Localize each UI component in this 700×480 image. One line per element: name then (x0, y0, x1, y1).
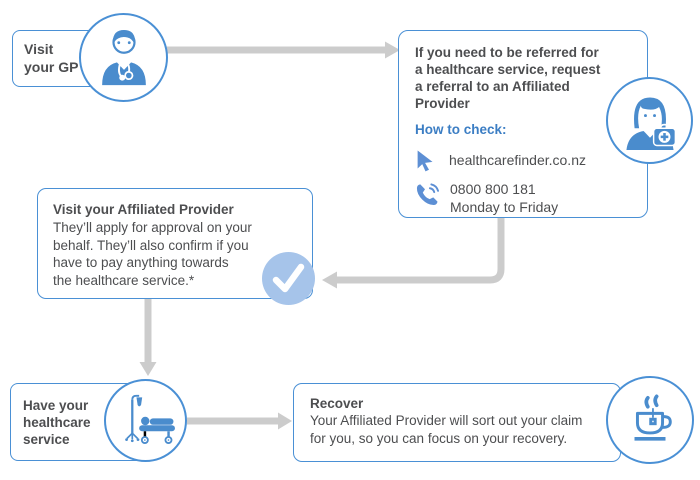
referral-heading-line1: If you need to be referred for (415, 45, 599, 60)
service-label-line2: healthcare (23, 414, 91, 430)
affiliated-body-line2: behalf. They’ll also confirm if you (53, 237, 249, 253)
referral-heading-line2: a healthcare service, request (415, 62, 601, 77)
gp-label-line2: your GP (24, 58, 79, 75)
doctor-icon (101, 29, 146, 85)
nurse-icon-circle (606, 77, 693, 164)
tea-cup-icon (634, 394, 672, 441)
affiliated-title: Visit your Affiliated Provider (53, 202, 234, 217)
website-row: healthcarefinder.co.nz (415, 149, 647, 173)
cursor-icon (417, 150, 433, 172)
tea-cup-icon-circle (606, 376, 694, 464)
arrowhead-right-icon (278, 412, 292, 430)
phone-icon (416, 183, 440, 205)
service-label-line3: service (23, 431, 70, 447)
check-icon-circle (262, 252, 315, 305)
phone-hours: Monday to Friday (450, 199, 559, 215)
recover-title: Recover (310, 396, 364, 411)
gp-label-line1: Visit (24, 41, 54, 57)
arrowhead-left-icon (322, 271, 337, 289)
affiliated-body-line3: have to pay anything towards (53, 255, 229, 270)
website-text: healthcarefinder.co.nz (449, 152, 586, 169)
phone-row: 0800 800 181 Monday to Friday (415, 180, 647, 216)
recover-step-box: Recover Your Affiliated Provider will so… (293, 383, 621, 462)
recover-body-line1: Your Affiliated Provider will sort out y… (310, 413, 583, 428)
hospital-bed-icon (124, 394, 175, 444)
affiliated-body-line1: They’ll apply for approval on your (53, 220, 252, 235)
arrow-referral-to-affiliated (337, 218, 505, 284)
referral-heading-line3: a referral to an Affiliated (415, 79, 570, 94)
hospital-bed-icon-circle (104, 379, 187, 462)
phone-number: 0800 800 181 (450, 181, 536, 197)
service-label-line1: Have your (23, 397, 89, 413)
recover-body-line2: for you, so you can focus on your recove… (310, 430, 568, 446)
check-icon (272, 263, 305, 293)
affiliated-body-line4: the healthcare service.* (53, 272, 195, 288)
gp-icon-circle (79, 13, 168, 102)
arrowhead-down-icon (139, 362, 157, 376)
referral-heading-line4: Provider (415, 96, 470, 111)
how-to-check-label: How to check: (415, 122, 507, 137)
nurse-icon (625, 96, 676, 150)
arrowhead-right-icon (385, 41, 400, 59)
